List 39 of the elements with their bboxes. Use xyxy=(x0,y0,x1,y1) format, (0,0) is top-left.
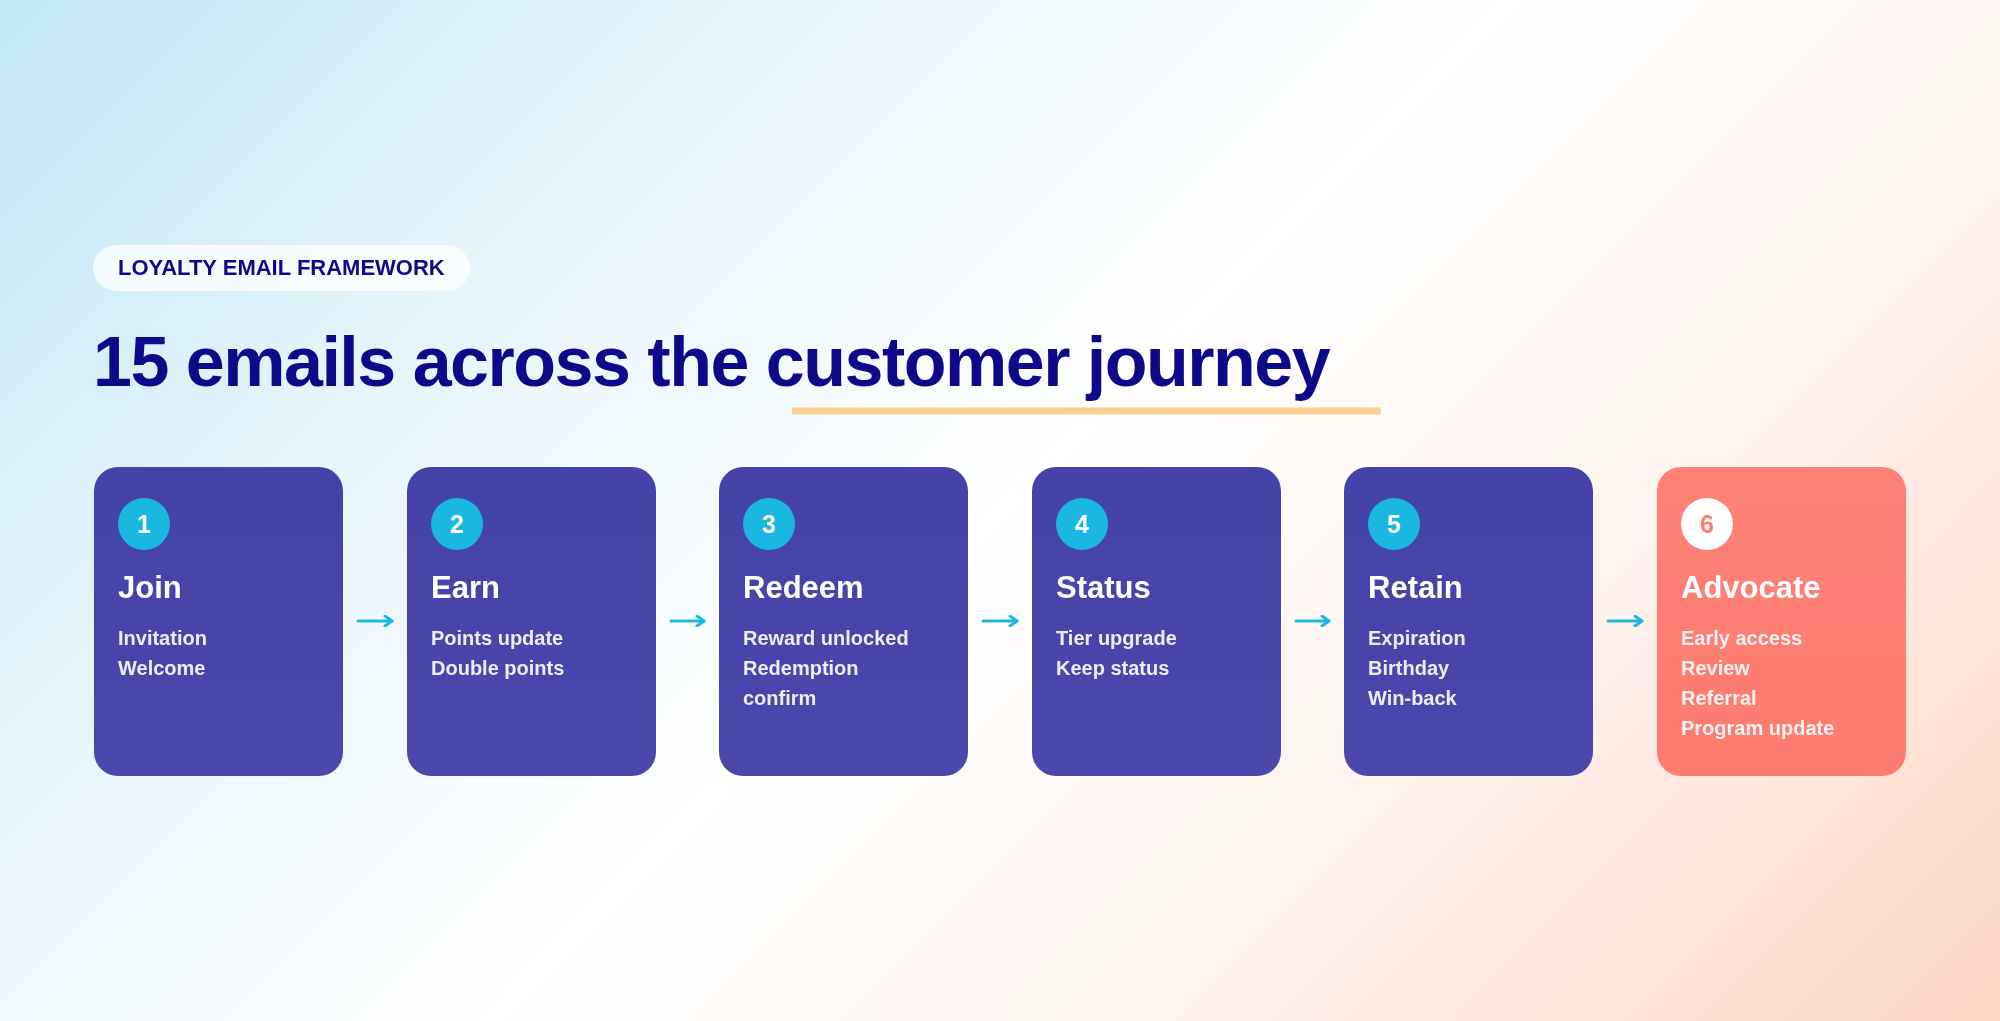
tag-label: LOYALTY EMAIL FRAMEWORK xyxy=(93,245,470,291)
arrow xyxy=(669,614,706,628)
arrow xyxy=(1294,614,1331,628)
email-type: Welcome xyxy=(118,656,207,681)
email-type: Early access xyxy=(1681,626,1804,651)
stage-title: Earn xyxy=(431,570,500,606)
step-number: 5 xyxy=(1368,498,1420,550)
email-type: Invitation xyxy=(118,626,208,651)
stage-card xyxy=(1344,467,1593,776)
stage-card xyxy=(1032,467,1281,776)
title: 15 emails across the customer journey xyxy=(93,322,1330,402)
email-type: Referral xyxy=(1681,686,1758,711)
email-type: Keep status xyxy=(1056,656,1171,681)
email-type: Double points xyxy=(431,656,566,681)
arrow xyxy=(1606,614,1644,628)
stage-title: Join xyxy=(118,570,182,606)
email-type: Reward unlocked Redemption confirm xyxy=(743,626,910,711)
stage-card xyxy=(94,467,343,776)
email-type: Tier upgrade xyxy=(1056,626,1178,651)
email-type: Program update xyxy=(1681,716,1836,741)
email-type: Birthday xyxy=(1368,656,1451,681)
stage-card xyxy=(407,467,656,776)
step-number: 6 xyxy=(1681,498,1733,550)
stage-card xyxy=(719,467,968,776)
stage-title: Redeem xyxy=(743,570,864,606)
step-number: 3 xyxy=(743,498,795,550)
arrow xyxy=(356,614,394,628)
email-type: Expiration xyxy=(1368,626,1467,651)
stage-title: Status xyxy=(1056,570,1151,606)
step-number: 1 xyxy=(118,498,170,550)
stage-card xyxy=(1657,467,1906,776)
step-number: 2 xyxy=(431,498,483,550)
stage-title: Retain xyxy=(1368,570,1463,606)
step-number: 4 xyxy=(1056,498,1108,550)
arrow xyxy=(981,614,1019,628)
email-type: Review xyxy=(1681,656,1751,681)
stage-title: Advocate xyxy=(1681,570,1821,606)
email-type: Points update xyxy=(431,626,565,651)
email-type: Win-back xyxy=(1368,686,1458,711)
